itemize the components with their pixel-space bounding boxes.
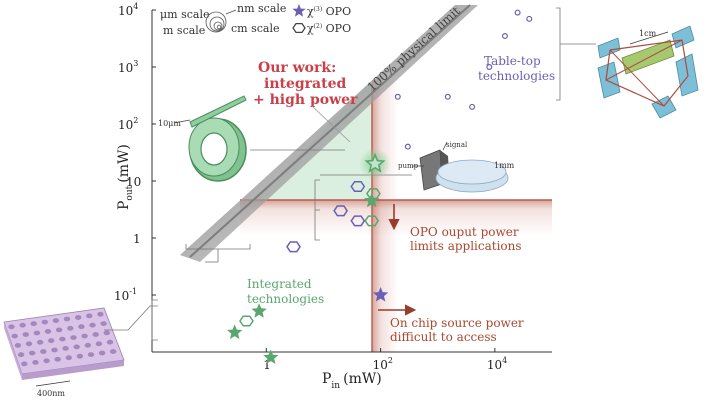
tabletop-label-line2: technologies — [478, 69, 555, 83]
legend-chi2-sup: (2) — [314, 23, 323, 30]
scale-1mm-label: 1mm — [494, 161, 515, 170]
legend-chi3-star-icon — [292, 4, 306, 17]
x-tick-label: 102 — [373, 356, 393, 372]
chip-source-label-line2: difficult to access — [390, 330, 497, 344]
hexagon-data-point — [286, 241, 301, 253]
circle-data-point — [404, 143, 411, 150]
star-data-point — [373, 287, 389, 302]
legend-chi3-symbol: χ — [307, 5, 314, 18]
circle-data-point — [469, 103, 476, 110]
illustrations-layer: 10μm pump signal 1mm — [3, 7, 699, 398]
physical-limit-line — [189, 4, 471, 258]
circle-data-point — [486, 63, 493, 70]
legend-chi2-symbol: χ — [307, 22, 314, 35]
data-markers-layer — [227, 9, 533, 364]
hexagon-data-point — [239, 315, 254, 327]
chi2-chip-disk-illustration — [314, 141, 509, 241]
x-axis-title: Pin(mW) — [322, 371, 382, 391]
scale-1cm-label: 1cm — [639, 29, 657, 38]
legend-scale-m: m scale — [163, 24, 205, 37]
signal-label: signal — [446, 141, 468, 149]
scale-400nm-label: 400nm — [37, 389, 65, 398]
integrated-label-line2: technologies — [247, 292, 324, 306]
our-work-label-line3: + high power — [253, 92, 358, 108]
hexagon-data-point — [333, 205, 349, 217]
our-work-label-line1: Our work: — [258, 60, 336, 76]
legend-chi3-label: χ(3) OPO — [307, 5, 351, 18]
legend-chi3-suffix: OPO — [322, 5, 351, 18]
microring-resonator-illustration — [173, 95, 345, 263]
x-axis-title-main: P — [322, 371, 331, 387]
x-axis-title-sub: in — [331, 381, 340, 391]
legend-chi3-sup: (3) — [314, 6, 323, 13]
legend-chi2-label: χ(2) OPO — [307, 22, 351, 35]
integrated-label-line1: Integrated — [247, 277, 312, 291]
y-axis-title-unit: (mW) — [116, 144, 132, 183]
hexagon-data-point — [350, 180, 366, 193]
chip-source-label-line1: On chip source power — [390, 316, 524, 330]
pump-label: pump — [398, 162, 419, 170]
y-tick-label: 1 — [133, 232, 141, 246]
our-work-label-line2: integrated — [264, 76, 346, 92]
opo-limit-label-line1: OPO ouput power — [410, 225, 519, 239]
legend-chi2-suffix: OPO — [322, 22, 351, 35]
x-tick-label: 104 — [487, 356, 507, 372]
regions-layer — [180, 4, 552, 352]
legend-scale-circles-icon — [205, 9, 237, 33]
our-work-pointer — [311, 105, 351, 143]
our-work-star-point — [364, 152, 386, 173]
y-tick-label: 103 — [118, 59, 138, 75]
y-tick-label: 10-1 — [114, 287, 137, 303]
legend-scale-um: μm scale — [160, 8, 209, 21]
physical-limit-label: 100% physical limit — [365, 4, 463, 95]
scale-10um-label: 10μm — [158, 119, 181, 128]
hexagon-data-point — [350, 215, 366, 227]
y-tick-label: 10 — [126, 175, 141, 189]
star-data-point — [364, 192, 380, 208]
x-axis-title-unit: (mW) — [343, 371, 382, 387]
x-tick-label: 1 — [263, 358, 271, 372]
arrows-layer — [378, 204, 417, 316]
y-axis-title-main: P — [116, 201, 132, 210]
tabletop-label-line1: Table-top — [484, 54, 541, 68]
y-axis-title-sub: out — [125, 185, 135, 200]
legend-scale-cm: cm scale — [231, 22, 279, 35]
legend-chi2-hexagon-icon — [292, 22, 306, 34]
legend-scale-nm: nm scale — [237, 2, 286, 15]
circle-data-point — [394, 93, 401, 100]
star-data-point — [251, 303, 267, 318]
hexagon-data-point — [365, 188, 381, 200]
circle-data-point — [501, 32, 508, 39]
y-tick-label: 104 — [118, 2, 138, 18]
legend: μm scale nm scale m scale cm scale χ(3) … — [160, 2, 351, 37]
circle-data-point — [526, 15, 533, 22]
circle-data-point — [444, 93, 451, 100]
star-data-point — [227, 324, 243, 339]
tabletop-cavity-illustration — [556, 7, 699, 119]
star-data-point — [263, 349, 279, 364]
opo-limit-label-line2: limits applications — [410, 239, 522, 253]
y-axis-title: Pout (mW) — [116, 144, 135, 210]
nanostructure-chip-illustration — [3, 299, 158, 387]
y-tick-label: 102 — [118, 116, 138, 132]
circle-data-point — [514, 9, 521, 16]
